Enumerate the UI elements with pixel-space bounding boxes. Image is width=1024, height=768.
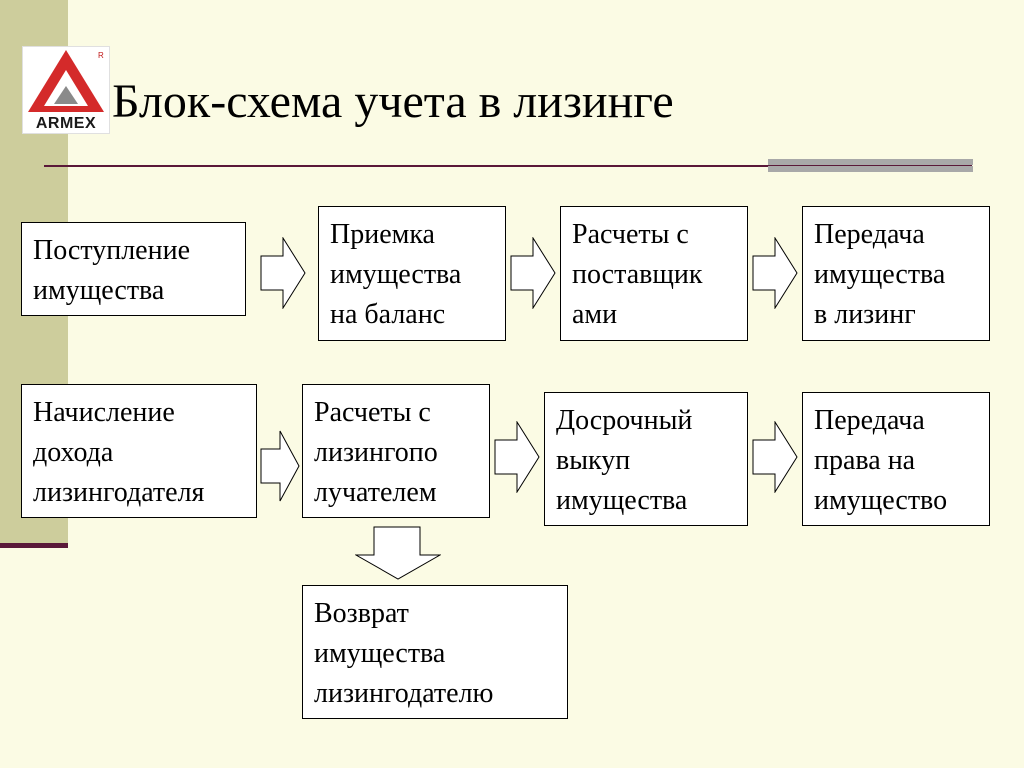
node-n8: Передача права на имущество	[802, 392, 990, 526]
title-accent	[768, 159, 973, 179]
node-n3: Расчеты с поставщик ами	[560, 206, 748, 341]
node-n4: Передача имущества в лизинг	[802, 206, 990, 341]
page-title: Блок-схема учета в лизинге	[112, 75, 674, 128]
node-n6: Расчеты с лизингопо лучателем	[302, 384, 490, 518]
arrow-n6-n9	[355, 526, 441, 580]
arrow-n7-n8	[752, 421, 798, 493]
logo-registered-mark: R	[98, 51, 104, 60]
node-n7: Досрочный выкуп имущества	[544, 392, 748, 526]
logo-a-icon	[28, 50, 104, 112]
arrow-n2-n3	[510, 237, 556, 309]
title-rule	[44, 165, 972, 167]
node-n1: Поступление имущества	[21, 222, 246, 316]
node-n2: Приемка имущества на баланс	[318, 206, 506, 341]
arrow-n6-n7	[494, 421, 540, 493]
arrow-n3-n4	[752, 237, 798, 309]
node-n5: Начисление дохода лизингодателя	[21, 384, 257, 518]
armex-logo: R ARMEX	[22, 46, 110, 134]
node-n9: Возврат имущества лизингодателю	[302, 585, 568, 719]
arrow-n5-n6	[260, 430, 300, 502]
side-bar-cap	[0, 543, 68, 548]
arrow-n1-n2	[260, 237, 306, 309]
logo-text: ARMEX	[35, 115, 97, 132]
